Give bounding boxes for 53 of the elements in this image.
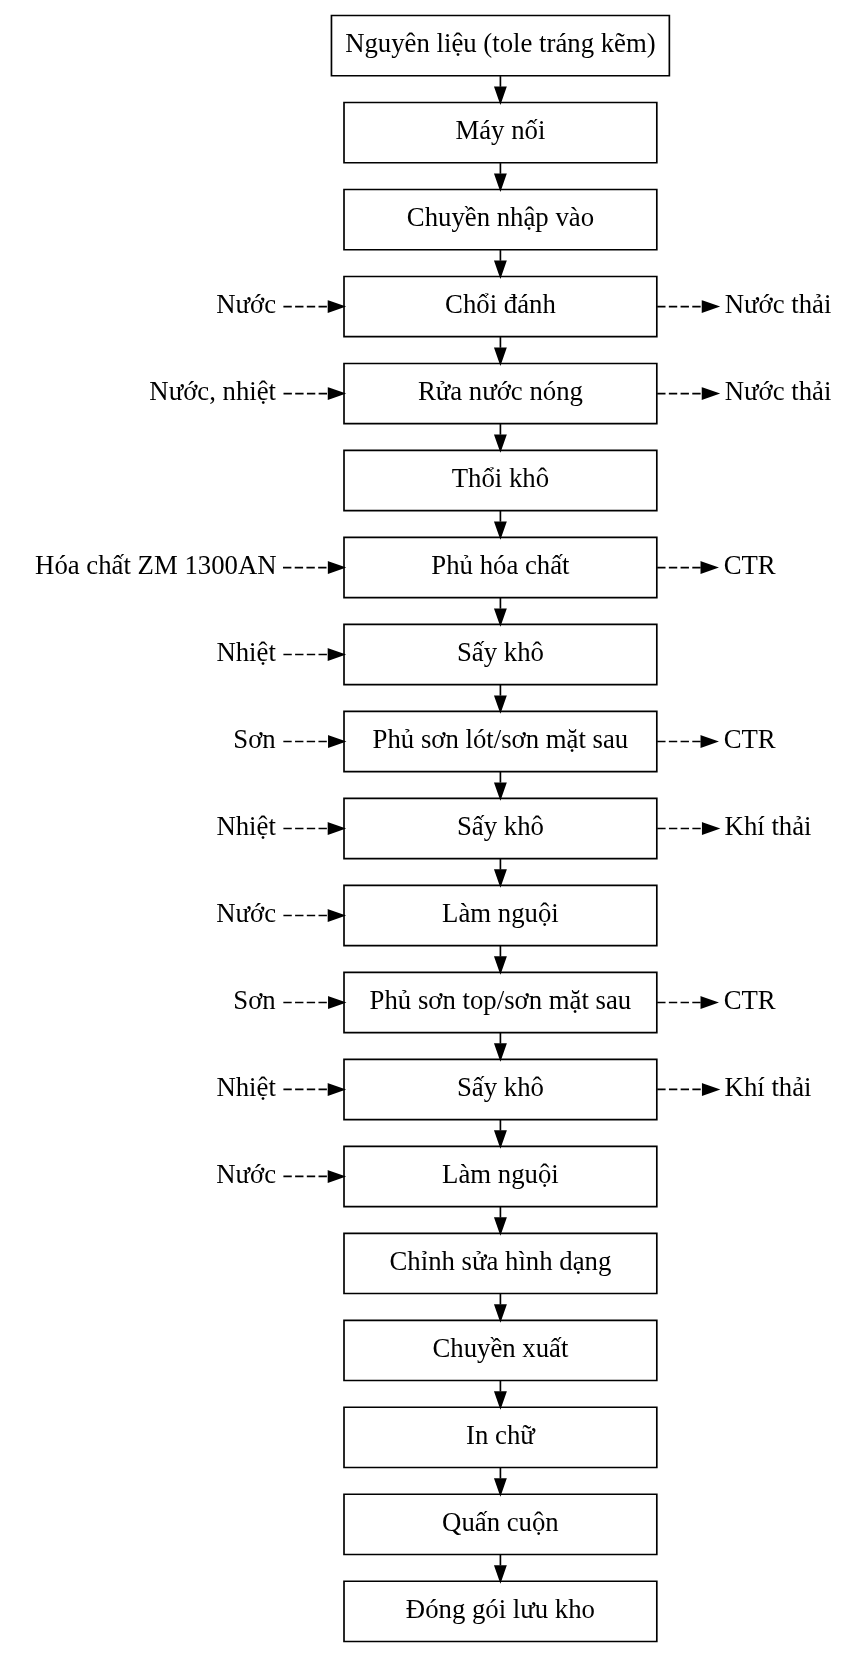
node-box: Chuyền nhập vào: [343, 188, 658, 251]
node-text: CTR: [723, 723, 776, 754]
arrow: [656, 387, 721, 401]
arrow: [282, 735, 347, 748]
node-box: Làm nguội: [343, 884, 658, 947]
node-box: Phủ hóa chất: [343, 536, 658, 599]
arrow: [656, 822, 721, 835]
node-text: Nước thải: [724, 375, 832, 406]
arrow: [656, 300, 721, 314]
node-text: Nhiệt: [216, 636, 276, 667]
arrow: [282, 648, 347, 661]
arrow: [656, 1083, 721, 1096]
node-text: Hóa chất ZM 1300AN: [35, 549, 277, 580]
arrow: [656, 996, 719, 1009]
node-box: Phủ sơn lót/sơn mặt sau: [343, 710, 658, 773]
node-box: Quấn cuộn: [343, 1493, 658, 1556]
node-box: Chỉnh sửa hình dạng: [343, 1232, 658, 1295]
node-box: Thổi khô: [343, 449, 658, 512]
node-box: Đóng gói lưu kho: [343, 1580, 658, 1643]
node-box: Sấy khô: [343, 623, 658, 686]
arrow: [282, 822, 347, 835]
node-box: Máy nối: [343, 101, 658, 164]
node-text: Nước, nhiệt: [149, 375, 277, 406]
arrow: [282, 300, 347, 314]
node-box: Rửa nước nóng: [343, 362, 658, 425]
arrow: [282, 561, 347, 574]
node-box: Làm nguội: [343, 1145, 658, 1208]
arrow: [282, 1083, 347, 1096]
node-text: Nước: [216, 1158, 277, 1189]
node-text: Nước: [216, 897, 277, 928]
node-box: Chuyền xuất: [343, 1319, 658, 1382]
node-box: Phủ sơn top/sơn mặt sau: [343, 971, 658, 1034]
node-text: Nhiệt: [216, 810, 276, 841]
arrow: [656, 561, 719, 574]
arrow: [282, 909, 347, 922]
arrow: [282, 1170, 347, 1183]
node-box: Sấy khô: [343, 797, 658, 860]
arrow: [282, 387, 347, 401]
node-text: Khí thải: [724, 810, 812, 841]
node-text: CTR: [723, 549, 776, 580]
node-text: Sơn: [233, 723, 276, 754]
node-box: Chổi đánh: [343, 275, 658, 338]
arrow: [282, 996, 347, 1009]
node-text: Sơn: [233, 984, 276, 1015]
node-text: Nhiệt: [216, 1071, 276, 1102]
node-box: Sấy khô: [343, 1058, 658, 1121]
node-text: Nước thải: [724, 288, 832, 319]
node-text: CTR: [723, 984, 776, 1015]
node-text: Nước: [216, 288, 277, 319]
node-text: Khí thải: [724, 1071, 812, 1102]
node-box: In chữ: [343, 1406, 658, 1469]
node-box: Nguyên liệu (tole tráng kẽm): [330, 14, 671, 77]
arrow: [656, 735, 719, 748]
